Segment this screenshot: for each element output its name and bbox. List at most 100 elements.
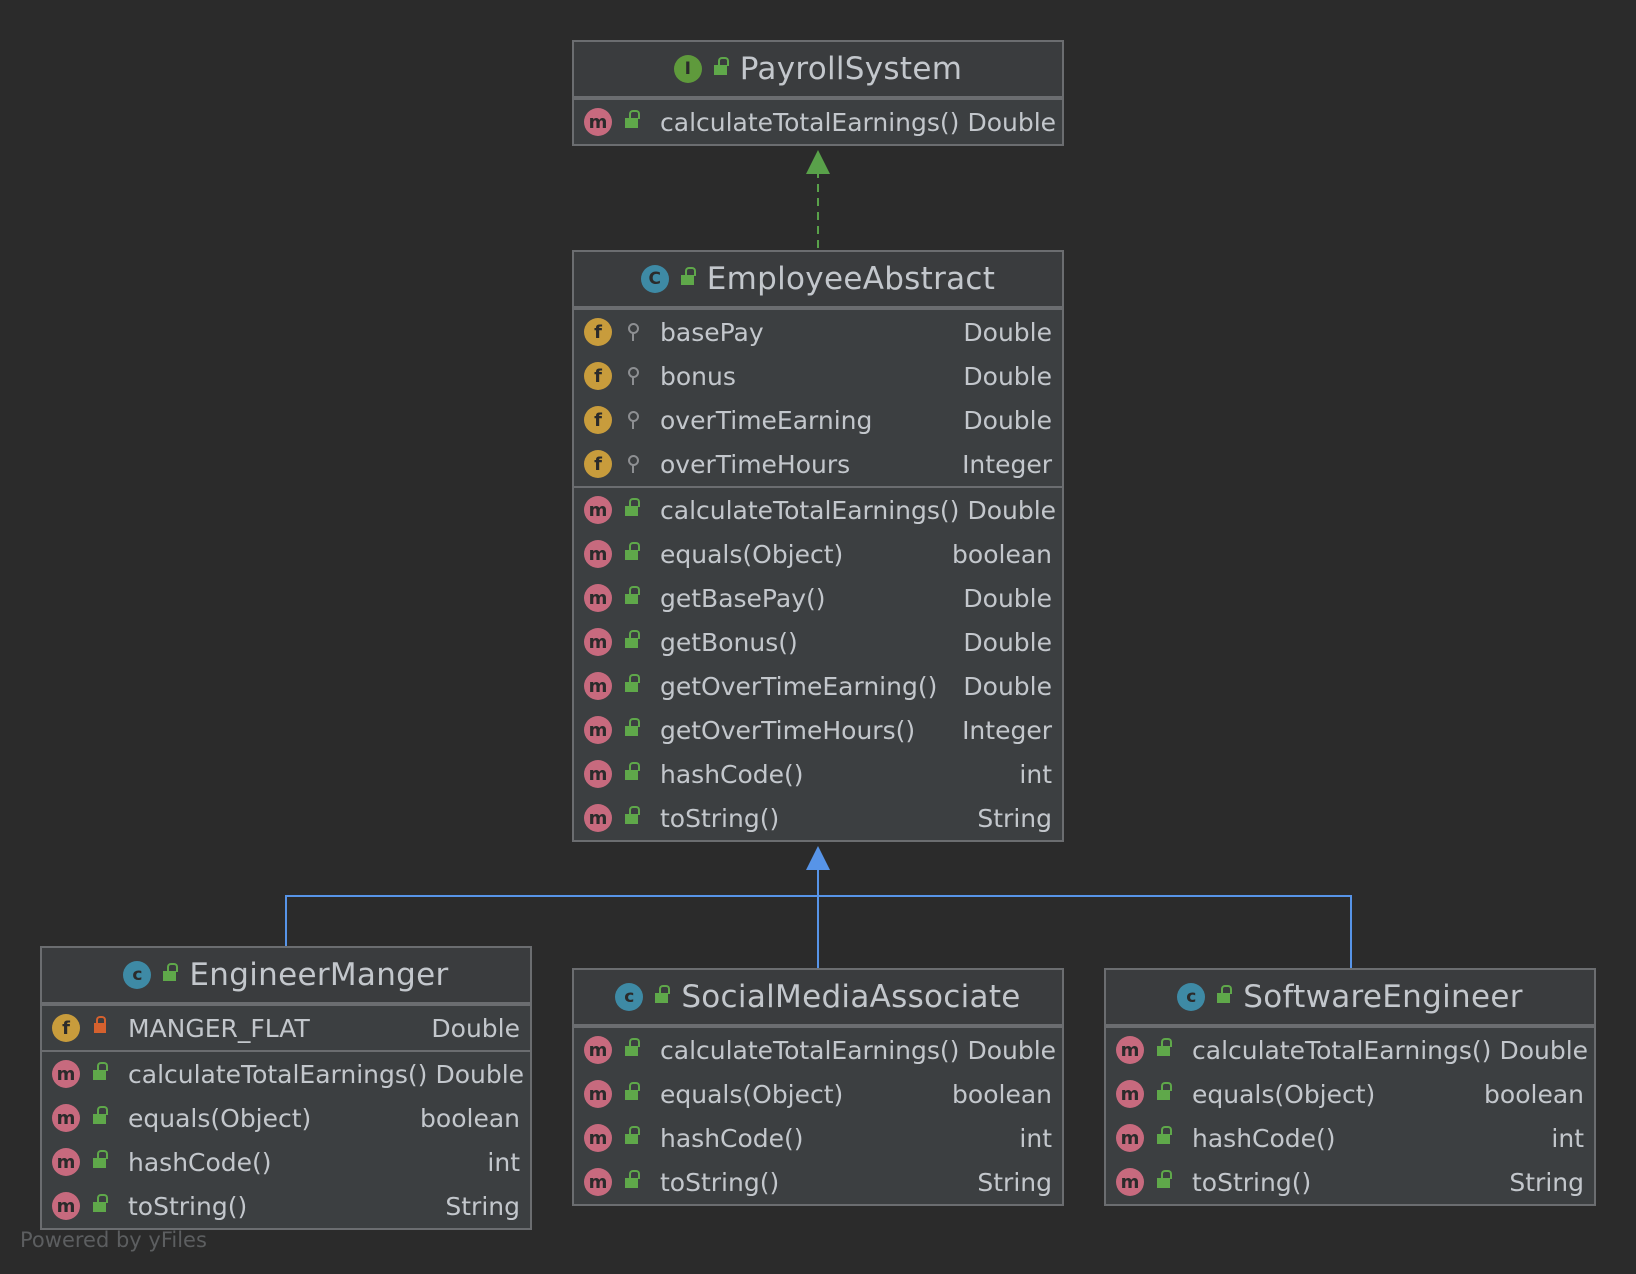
field-row[interactable]: f MANGER_FLAT Double xyxy=(42,1006,530,1050)
method-name: hashCode() xyxy=(1192,1123,1336,1153)
class-title: SocialMediaAssociate xyxy=(681,979,1021,1015)
field-icon: f xyxy=(584,406,612,434)
class-icon: c xyxy=(123,961,152,989)
class-title: EmployeeAbstract xyxy=(706,261,996,297)
method-row[interactable]: m calculateTotalEarnings() Double xyxy=(42,1052,530,1096)
method-row[interactable]: m equals(Object) boolean xyxy=(42,1096,530,1140)
field-row[interactable]: f bonus Double xyxy=(574,354,1062,398)
protected-visibility-icon xyxy=(618,367,646,385)
public-visibility-icon xyxy=(86,1106,114,1124)
field-name: bonus xyxy=(660,361,736,391)
method-row[interactable]: m toString() String xyxy=(574,1160,1062,1204)
method-row[interactable]: m hashCode() int xyxy=(42,1140,530,1184)
method-type: boolean xyxy=(952,1079,1052,1109)
static-final-field-icon: f xyxy=(52,1014,80,1042)
public-visibility-icon xyxy=(618,498,646,516)
method-row[interactable]: m getBonus() Double xyxy=(574,620,1062,664)
method-icon: m xyxy=(1116,1036,1144,1064)
class-header: c SoftwareEngineer xyxy=(1106,970,1594,1026)
method-row[interactable]: m calculateTotalEarnings() Double xyxy=(574,100,1062,144)
method-name: getBasePay() xyxy=(660,583,826,613)
method-row[interactable]: m hashCode() int xyxy=(574,752,1062,796)
class-header: c EngineerManger xyxy=(42,948,530,1004)
method-name: equals(Object) xyxy=(128,1103,312,1133)
method-row[interactable]: m getOverTimeEarning() Double xyxy=(574,664,1062,708)
method-name: equals(Object) xyxy=(660,539,844,569)
public-visibility-icon xyxy=(618,110,646,128)
method-row[interactable]: m getBasePay() Double xyxy=(574,576,1062,620)
method-name: calculateTotalEarnings() xyxy=(660,495,960,525)
field-row[interactable]: f overTimeEarning Double xyxy=(574,398,1062,442)
public-visibility-icon xyxy=(618,762,646,780)
method-name: getBonus() xyxy=(660,627,798,657)
public-visibility-icon xyxy=(163,963,179,981)
method-row[interactable]: m toString() String xyxy=(574,796,1062,840)
field-row[interactable]: f overTimeHours Integer xyxy=(574,442,1062,486)
public-visibility-icon xyxy=(1150,1038,1178,1056)
fields-section: f basePay Double f bonus Double f overTi… xyxy=(574,308,1062,486)
method-icon: m xyxy=(584,540,612,568)
method-row[interactable]: m calculateTotalEarnings() Double xyxy=(1106,1028,1594,1072)
powered-by-label: Powered by yFiles xyxy=(20,1228,207,1252)
method-row[interactable]: m calculateTotalEarnings() Double xyxy=(574,1028,1062,1072)
method-row[interactable]: m hashCode() int xyxy=(1106,1116,1594,1160)
methods-section: m calculateTotalEarnings() Double m equa… xyxy=(42,1050,530,1228)
public-visibility-icon xyxy=(86,1194,114,1212)
field-name: basePay xyxy=(660,317,764,347)
method-type: int xyxy=(1019,1123,1052,1153)
public-visibility-icon xyxy=(713,57,729,75)
abstract-method-icon: m xyxy=(584,108,612,136)
method-row[interactable]: m equals(Object) boolean xyxy=(1106,1072,1594,1116)
method-type: Double xyxy=(967,495,1057,525)
public-visibility-icon xyxy=(1217,985,1233,1003)
method-row[interactable]: m hashCode() int xyxy=(574,1116,1062,1160)
protected-visibility-icon xyxy=(618,323,646,341)
method-icon: m xyxy=(584,672,612,700)
field-row[interactable]: f basePay Double xyxy=(574,310,1062,354)
method-row[interactable]: m equals(Object) boolean xyxy=(574,1072,1062,1116)
method-icon: m xyxy=(52,1104,80,1132)
public-visibility-icon xyxy=(86,1150,114,1168)
field-type: Double xyxy=(431,1013,520,1043)
field-icon: f xyxy=(584,362,612,390)
method-icon: m xyxy=(52,1148,80,1176)
method-row[interactable]: m equals(Object) boolean xyxy=(574,532,1062,576)
method-name: equals(Object) xyxy=(1192,1079,1376,1109)
public-visibility-icon xyxy=(618,542,646,560)
public-visibility-icon xyxy=(618,1038,646,1056)
public-visibility-icon xyxy=(655,985,671,1003)
class-node-employee-abstract[interactable]: C EmployeeAbstract f basePay Double f bo… xyxy=(572,250,1064,842)
class-header: C EmployeeAbstract xyxy=(574,252,1062,308)
method-name: toString() xyxy=(660,1167,780,1197)
method-name: toString() xyxy=(1192,1167,1312,1197)
interface-icon: I xyxy=(673,55,702,83)
class-node-software-engineer[interactable]: c SoftwareEngineer m calculateTotalEarni… xyxy=(1104,968,1596,1206)
class-node-social-media-associate[interactable]: c SocialMediaAssociate m calculateTotalE… xyxy=(572,968,1064,1206)
field-type: Double xyxy=(963,361,1052,391)
class-node-payroll-system[interactable]: I PayrollSystem m calculateTotalEarnings… xyxy=(572,40,1064,146)
methods-section: m calculateTotalEarnings() Double m equa… xyxy=(574,486,1062,840)
method-row[interactable]: m calculateTotalEarnings() Double xyxy=(574,488,1062,532)
method-name: hashCode() xyxy=(660,759,804,789)
private-visibility-icon xyxy=(86,1016,114,1034)
method-row[interactable]: m getOverTimeHours() Integer xyxy=(574,708,1062,752)
method-row[interactable]: m toString() String xyxy=(1106,1160,1594,1204)
implements-arrowhead xyxy=(806,150,830,174)
method-icon: m xyxy=(584,716,612,744)
public-visibility-icon xyxy=(618,1126,646,1144)
method-icon: m xyxy=(1116,1124,1144,1152)
method-type: Double xyxy=(1499,1035,1589,1065)
method-name: calculateTotalEarnings() xyxy=(660,107,960,137)
public-visibility-icon xyxy=(618,674,646,692)
class-icon: c xyxy=(1177,983,1206,1011)
class-node-engineer-manger[interactable]: c EngineerManger f MANGER_FLAT Double m … xyxy=(40,946,532,1230)
public-visibility-icon xyxy=(680,267,696,285)
public-visibility-icon xyxy=(618,586,646,604)
method-type: Double xyxy=(963,627,1052,657)
method-row[interactable]: m toString() String xyxy=(42,1184,530,1228)
public-visibility-icon xyxy=(86,1062,114,1080)
methods-section: m calculateTotalEarnings() Double m equa… xyxy=(1106,1026,1594,1204)
method-icon: m xyxy=(1116,1080,1144,1108)
method-type: int xyxy=(487,1147,520,1177)
method-name: toString() xyxy=(128,1191,248,1221)
